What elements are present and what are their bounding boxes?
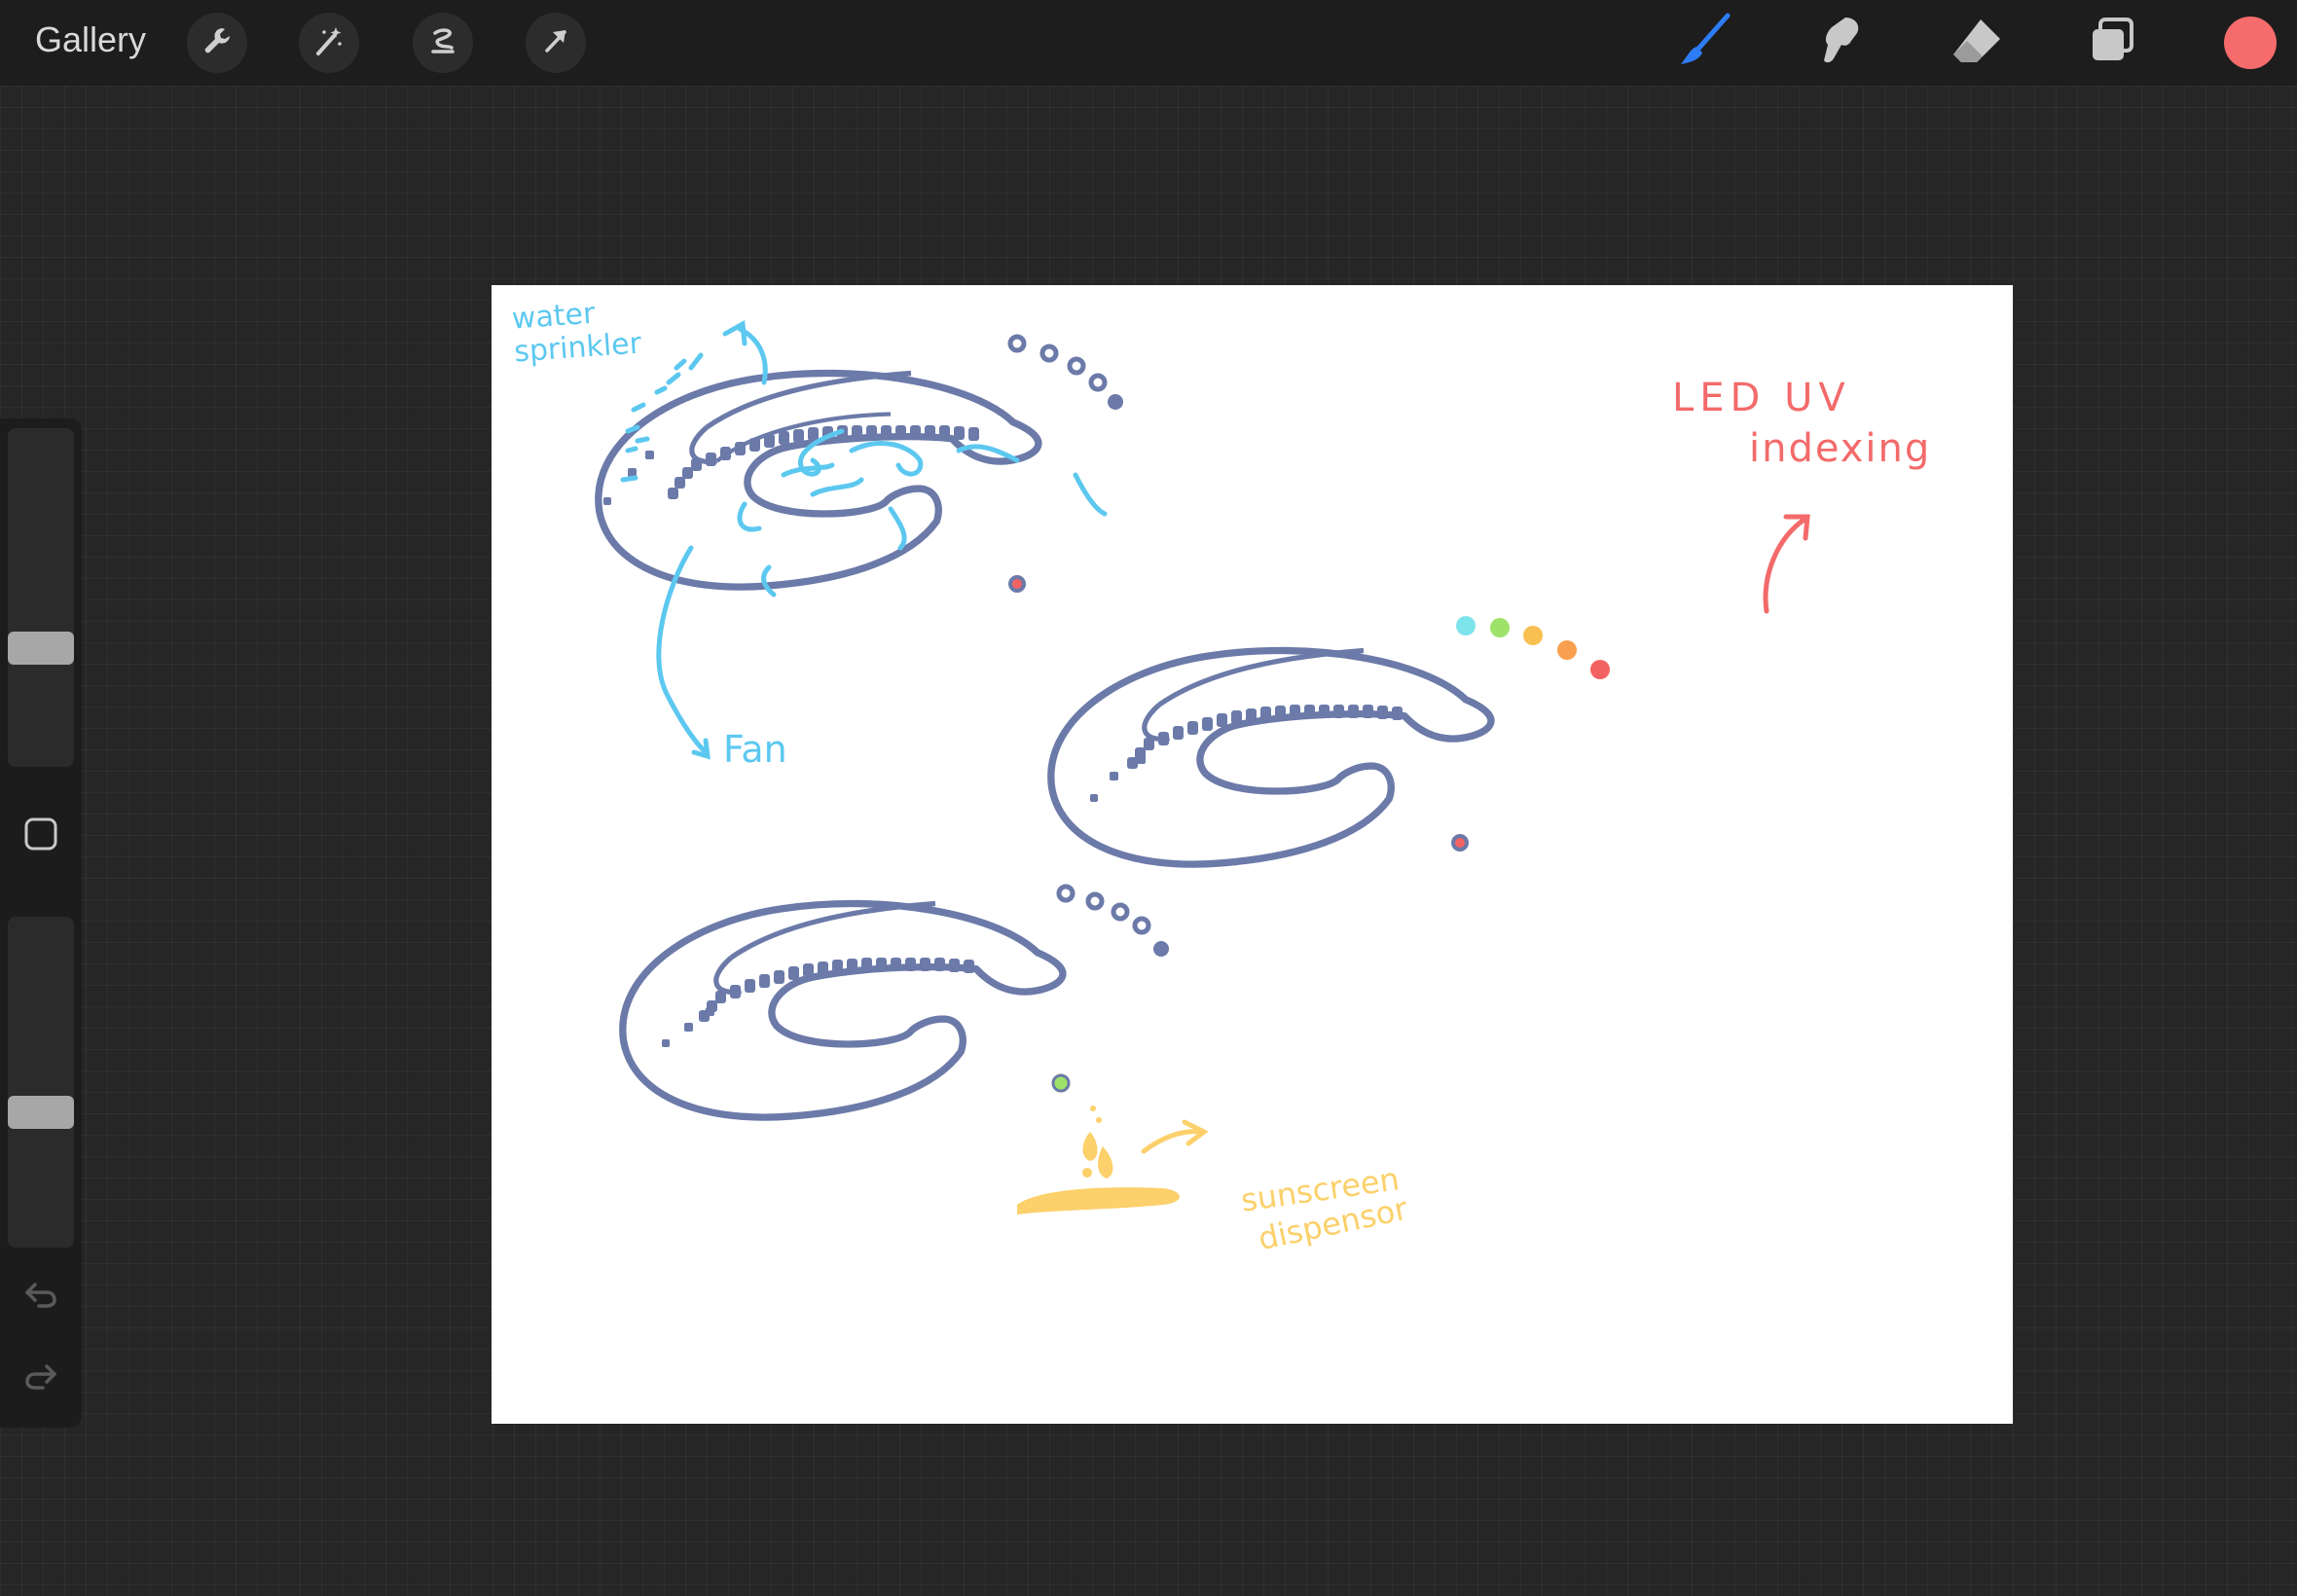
smudge-icon [1810, 12, 1869, 75]
neck-fan-sketch-1 [595, 334, 1123, 593]
fan-label: Fan [723, 728, 787, 771]
left-sidebar [0, 418, 82, 1428]
undo-icon [21, 1275, 60, 1319]
sunscreen-drops [1017, 1106, 1180, 1215]
modify-square-icon [23, 816, 58, 856]
eraser-icon [1948, 12, 2006, 75]
neck-fan-sketch-2 [1047, 616, 1610, 868]
water-annotations [620, 319, 1108, 760]
drawing-artwork [595, 319, 1810, 1215]
gallery-button[interactable]: Gallery [35, 19, 147, 59]
indexing-label: indexing [1749, 426, 1932, 471]
wrench-icon [201, 24, 234, 62]
color-picker-button[interactable] [2224, 17, 2277, 69]
magic-wand-icon [312, 24, 346, 62]
top-toolbar: Gallery [0, 0, 2297, 86]
layers-icon [2085, 14, 2139, 73]
redo-button[interactable] [18, 1355, 64, 1401]
water-sprinkler-label: water sprinkler [510, 296, 643, 370]
led-arrow [1763, 514, 1810, 614]
selection-button[interactable] [413, 13, 473, 73]
adjustments-button[interactable] [299, 13, 359, 73]
drawing-canvas[interactable]: water sprinkler Fan LED UV indexing suns… [492, 285, 2013, 1424]
neck-fan-sketch-3 [619, 884, 1169, 1121]
transform-button[interactable] [526, 13, 586, 73]
led-uv-label: LED UV [1672, 376, 1851, 420]
eraser-tool-button[interactable] [1946, 12, 2008, 74]
smudge-tool-button[interactable] [1808, 12, 1871, 74]
opacity-slider[interactable] [8, 917, 74, 1248]
sunscreen-arrow [1141, 1119, 1209, 1154]
actions-button[interactable] [187, 13, 247, 73]
brush-tool-button[interactable] [1673, 12, 1735, 74]
redo-icon [21, 1357, 60, 1400]
brush-icon [1673, 10, 1735, 77]
modify-button[interactable] [23, 816, 58, 856]
opacity-thumb[interactable] [8, 1096, 74, 1129]
brush-size-slider[interactable] [8, 428, 74, 767]
layers-button[interactable] [2081, 12, 2143, 74]
brush-size-thumb[interactable] [8, 632, 74, 665]
undo-button[interactable] [18, 1273, 64, 1320]
transform-arrow-icon [539, 24, 572, 62]
selection-icon [426, 24, 459, 62]
